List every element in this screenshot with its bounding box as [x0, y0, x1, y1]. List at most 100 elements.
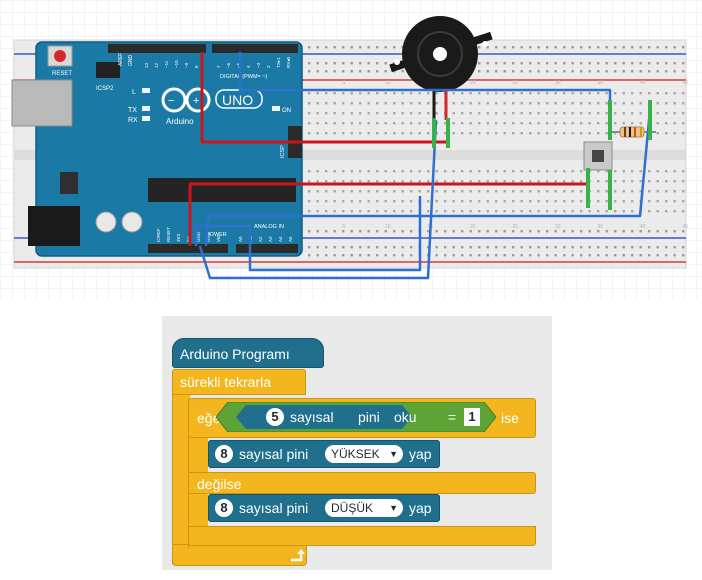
hole — [410, 102, 413, 105]
rail-hole — [665, 70, 668, 73]
hole — [537, 102, 540, 105]
hole — [614, 122, 617, 125]
hole — [495, 102, 498, 105]
forever-loop-block[interactable]: sürekli tekrarla — [172, 369, 306, 395]
hole — [631, 122, 634, 125]
rail-hole — [673, 62, 676, 65]
hole — [427, 210, 430, 213]
rail-hole — [546, 46, 549, 49]
then-label: ise — [501, 410, 519, 426]
write1-pin[interactable]: 8 — [215, 445, 233, 463]
rail-hole — [648, 46, 651, 49]
rail-hole — [469, 254, 472, 257]
hole — [673, 190, 676, 193]
hole — [333, 190, 336, 193]
hole — [605, 112, 608, 115]
hole — [622, 122, 625, 125]
hole — [554, 132, 557, 135]
hole — [580, 92, 583, 95]
hole — [648, 180, 651, 183]
hole — [682, 210, 685, 213]
write2-value-dropdown[interactable]: DÜŞÜK ▼ — [325, 499, 403, 517]
hole — [359, 132, 362, 135]
icsp-label: ICSP — [280, 145, 286, 158]
hole — [452, 210, 455, 213]
hole — [333, 122, 336, 125]
write2-pin[interactable]: 8 — [215, 499, 233, 517]
hole — [682, 122, 685, 125]
hole — [537, 132, 540, 135]
rail-hole — [367, 230, 370, 233]
rail-hole — [631, 70, 634, 73]
write1-value-dropdown[interactable]: YÜKSEK ▼ — [325, 445, 403, 463]
loop-label: sürekli tekrarla — [180, 374, 272, 390]
hole — [384, 112, 387, 115]
circuit-diagram: 5510101515202025253030353540404545505055… — [0, 0, 702, 300]
hole — [452, 92, 455, 95]
rail-hole — [478, 246, 481, 249]
hole — [401, 112, 404, 115]
rail-hole — [359, 230, 362, 233]
hole — [512, 112, 515, 115]
rail-hole — [597, 62, 600, 65]
rail-hole — [554, 246, 557, 249]
else-label: değilse — [197, 476, 242, 492]
hole — [350, 180, 353, 183]
rail-hole — [614, 46, 617, 49]
rail-hole — [359, 46, 362, 49]
pin-label: ~3 — [256, 62, 261, 68]
hole — [444, 200, 447, 203]
power-header — [148, 244, 228, 253]
digital-write-high-block[interactable]: 8 sayısal pini YÜKSEK ▼ yap — [208, 440, 440, 468]
rail-hole — [597, 46, 600, 49]
hole — [435, 92, 438, 95]
hole — [393, 92, 396, 95]
rail-hole — [410, 230, 413, 233]
pin-label: IOREF — [156, 228, 161, 242]
hole — [520, 190, 523, 193]
hole — [478, 210, 481, 213]
rail-hole — [639, 254, 642, 257]
hole — [316, 132, 319, 135]
hole — [308, 210, 311, 213]
center-channel — [14, 150, 686, 160]
hole — [665, 180, 668, 183]
hole — [529, 102, 532, 105]
usb-port — [11, 79, 73, 127]
hole — [444, 132, 447, 135]
arduino-program-block[interactable]: Arduino Programı — [172, 338, 324, 368]
hole — [605, 180, 608, 183]
hole — [359, 170, 362, 173]
hole — [580, 180, 583, 183]
rail-hole — [410, 246, 413, 249]
hole — [461, 190, 464, 193]
hole — [639, 112, 642, 115]
hole — [325, 102, 328, 105]
hole — [656, 190, 659, 193]
hole — [520, 92, 523, 95]
rail-hole — [580, 70, 583, 73]
hole — [597, 170, 600, 173]
hole — [316, 180, 319, 183]
rail-hole — [537, 46, 540, 49]
rail-hole — [401, 254, 404, 257]
read-label-2: pini — [358, 409, 380, 425]
hole — [359, 102, 362, 105]
hole — [495, 190, 498, 193]
hole — [359, 180, 362, 183]
hole — [512, 132, 515, 135]
rail-hole — [308, 62, 311, 65]
hole — [410, 180, 413, 183]
rail-hole — [384, 62, 387, 65]
hole — [486, 122, 489, 125]
rail-hole — [554, 230, 557, 233]
hole — [478, 92, 481, 95]
compare-value[interactable]: 1 — [464, 408, 480, 426]
hole — [529, 122, 532, 125]
digital-write-low-block[interactable]: 8 sayısal pini DÜŞÜK ▼ yap — [208, 494, 440, 522]
hole — [563, 132, 566, 135]
hole — [410, 92, 413, 95]
read-pin-number[interactable]: 5 — [266, 408, 284, 426]
rail-hole — [503, 62, 506, 65]
hole — [597, 132, 600, 135]
